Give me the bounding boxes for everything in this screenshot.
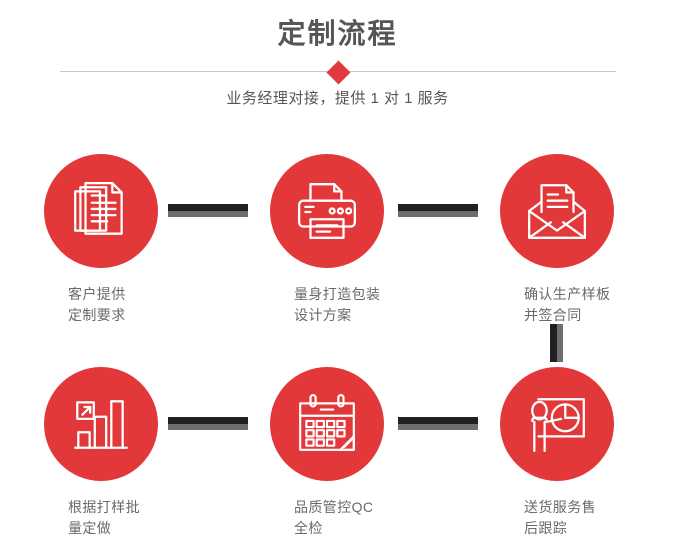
bar-chart-growth-icon xyxy=(74,400,128,449)
flow-row-top: 客户提供 定制要求 xyxy=(0,140,675,335)
step-3-label-line1: 确认生产样板 xyxy=(524,286,611,302)
connector-shadow xyxy=(398,211,478,217)
flow-row-bottom: 根据打样批 量定做 xyxy=(0,353,675,548)
step-6-label-line1: 送货服务售 xyxy=(524,499,596,515)
connector-shadow xyxy=(557,324,563,362)
connector-shadow xyxy=(168,211,248,217)
step-1-label-line2: 定制要求 xyxy=(68,307,126,323)
header-section: 定制流程 业务经理对接，提供 1 对 1 服务 xyxy=(0,0,675,130)
step-2-label-line1: 量身打造包装 xyxy=(294,286,381,302)
step-5-label-line2: 全检 xyxy=(294,520,323,536)
calendar-icon xyxy=(299,394,355,451)
connector-shadow xyxy=(168,424,248,430)
step-3-label: 确认生产样板 并签合同 xyxy=(484,284,644,326)
connector-step3-step6 xyxy=(550,324,563,362)
diamond-icon xyxy=(325,59,351,85)
flow-step-4[interactable]: 根据打样批 量定做 xyxy=(0,353,200,548)
step-4-label-line1: 根据打样批 xyxy=(68,499,140,515)
step-1-label: 客户提供 定制要求 xyxy=(28,284,188,326)
step-6-label: 送货服务售 后跟踪 xyxy=(484,497,644,539)
page-subtitle: 业务经理对接，提供 1 对 1 服务 xyxy=(226,90,449,107)
documents-stack-icon xyxy=(74,182,123,235)
step-1-label-line1: 客户提供 xyxy=(68,286,126,302)
envelope-letter-icon xyxy=(528,184,586,239)
step-4-circle[interactable] xyxy=(44,367,158,481)
step-2-label-line2: 设计方案 xyxy=(294,307,352,323)
step-4-label-line2: 量定做 xyxy=(68,520,112,536)
step-5-label-line1: 品质管控QC xyxy=(294,499,374,515)
process-flow: 客户提供 定制要求 xyxy=(0,140,675,550)
printer-icon xyxy=(298,183,356,239)
flow-step-3[interactable]: 确认生产样板 并签合同 xyxy=(456,140,656,335)
step-5-circle[interactable] xyxy=(270,367,384,481)
divider xyxy=(60,59,616,85)
connector-step5-step6 xyxy=(398,417,478,430)
step-4-label: 根据打样批 量定做 xyxy=(28,497,188,539)
connector-bar xyxy=(168,204,248,211)
flow-step-6[interactable]: 送货服务售 后跟踪 xyxy=(456,353,656,548)
step-2-label: 量身打造包装 设计方案 xyxy=(254,284,414,326)
connector-step2-step3 xyxy=(398,204,478,217)
connector-bar xyxy=(398,417,478,424)
connector-bar xyxy=(550,324,557,362)
presenter-pie-chart-icon xyxy=(531,398,585,452)
connector-step4-step5 xyxy=(168,417,248,430)
step-3-label-line2: 并签合同 xyxy=(524,307,582,323)
step-1-circle[interactable] xyxy=(44,154,158,268)
connector-shadow xyxy=(398,424,478,430)
flow-step-5[interactable]: 品质管控QC 全检 xyxy=(226,353,426,548)
page-title: 定制流程 xyxy=(277,18,398,49)
connector-step1-step2 xyxy=(168,204,248,217)
flow-step-2[interactable]: 量身打造包装 设计方案 xyxy=(226,140,426,335)
connector-bar xyxy=(398,204,478,211)
flow-step-1[interactable]: 客户提供 定制要求 xyxy=(0,140,200,335)
step-3-circle[interactable] xyxy=(500,154,614,268)
step-5-label: 品质管控QC 全检 xyxy=(254,497,414,539)
step-6-label-line2: 后跟踪 xyxy=(524,520,568,536)
connector-bar xyxy=(168,417,248,424)
step-2-circle[interactable] xyxy=(270,154,384,268)
step-6-circle[interactable] xyxy=(500,367,614,481)
